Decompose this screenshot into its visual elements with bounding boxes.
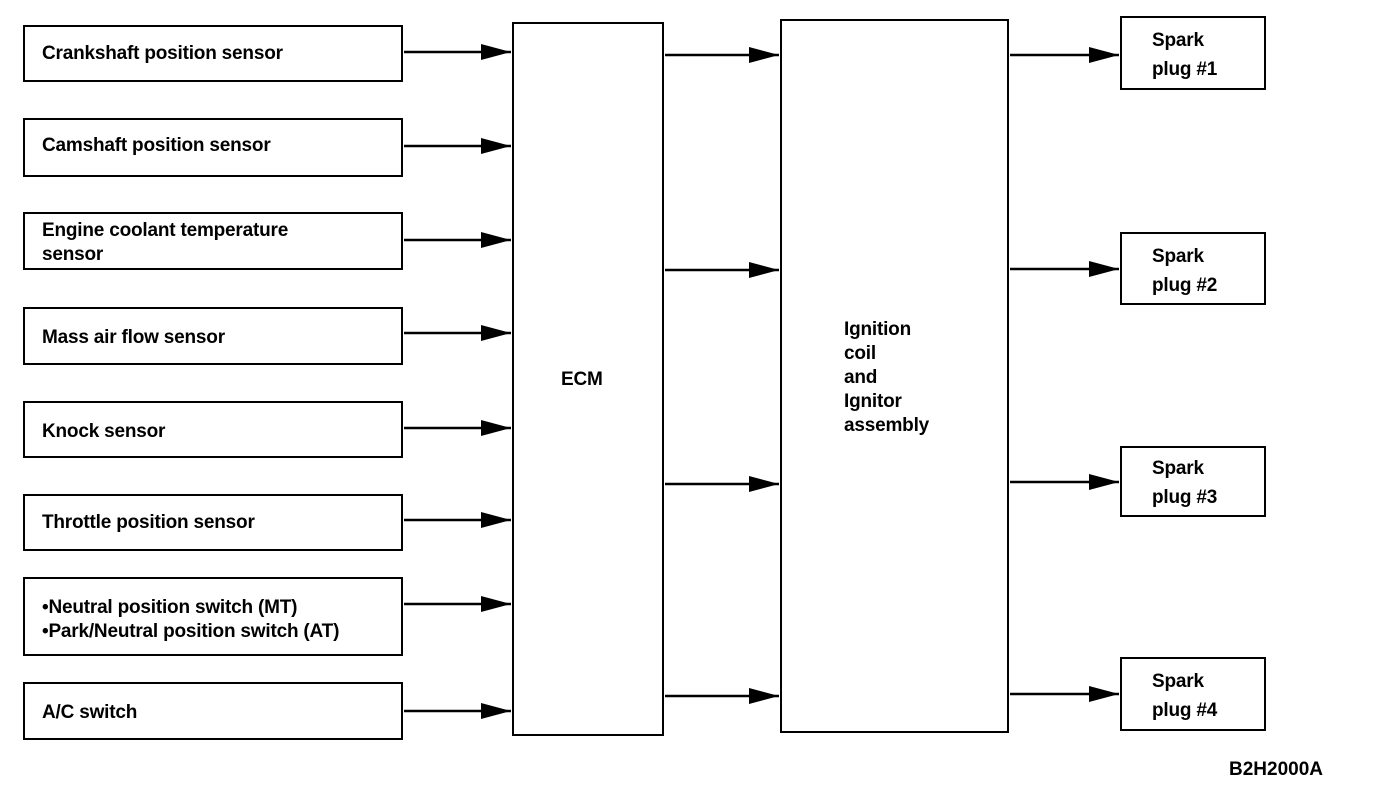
ignition-coil-label: Ignition coil and Ignitor assembly xyxy=(844,319,930,436)
spark-plug-box-2: Spark plug #2 xyxy=(1120,232,1266,305)
spark-plug-label-3: Spark plug #3 xyxy=(1152,458,1218,508)
input-box-crankshaft: Crankshaft position sensor xyxy=(23,25,403,82)
spark-plug-box-4: Spark plug #4 xyxy=(1120,657,1266,731)
input-box-neutral-switch: •Neutral position switch (MT) •Park/Neut… xyxy=(23,577,403,656)
input-label-camshaft: Camshaft position sensor xyxy=(42,135,271,156)
input-label-ac-switch: A/C switch xyxy=(42,702,138,723)
ignition-coil-box: Ignition coil and Ignitor assembly xyxy=(780,19,1009,733)
input-box-mass-air-flow: Mass air flow sensor xyxy=(23,307,403,365)
input-label-mass-air-flow: Mass air flow sensor xyxy=(42,327,225,348)
figure-reference-code: B2H2000A xyxy=(1229,759,1323,780)
spark-plug-label-4: Spark plug #4 xyxy=(1152,671,1218,721)
input-box-throttle: Throttle position sensor xyxy=(23,494,403,551)
ecm-box: ECM xyxy=(512,22,664,736)
input-box-knock: Knock sensor xyxy=(23,401,403,458)
input-box-camshaft: Camshaft position sensor xyxy=(23,118,403,177)
spark-plug-box-1: Spark plug #1 xyxy=(1120,16,1266,90)
input-box-ac-switch: A/C switch xyxy=(23,682,403,740)
spark-plug-label-1: Spark plug #1 xyxy=(1152,30,1218,80)
input-label-neutral-switch: •Neutral position switch (MT) •Park/Neut… xyxy=(42,597,340,642)
spark-plug-label-2: Spark plug #2 xyxy=(1152,246,1218,296)
input-label-knock: Knock sensor xyxy=(42,421,166,442)
input-box-coolant-temp: Engine coolant temperature sensor xyxy=(23,212,403,270)
input-label-coolant-temp: Engine coolant temperature sensor xyxy=(42,220,289,265)
spark-plug-box-3: Spark plug #3 xyxy=(1120,446,1266,517)
ecm-label: ECM xyxy=(561,369,603,390)
input-label-throttle: Throttle position sensor xyxy=(42,512,255,533)
input-label-crankshaft: Crankshaft position sensor xyxy=(42,43,283,64)
